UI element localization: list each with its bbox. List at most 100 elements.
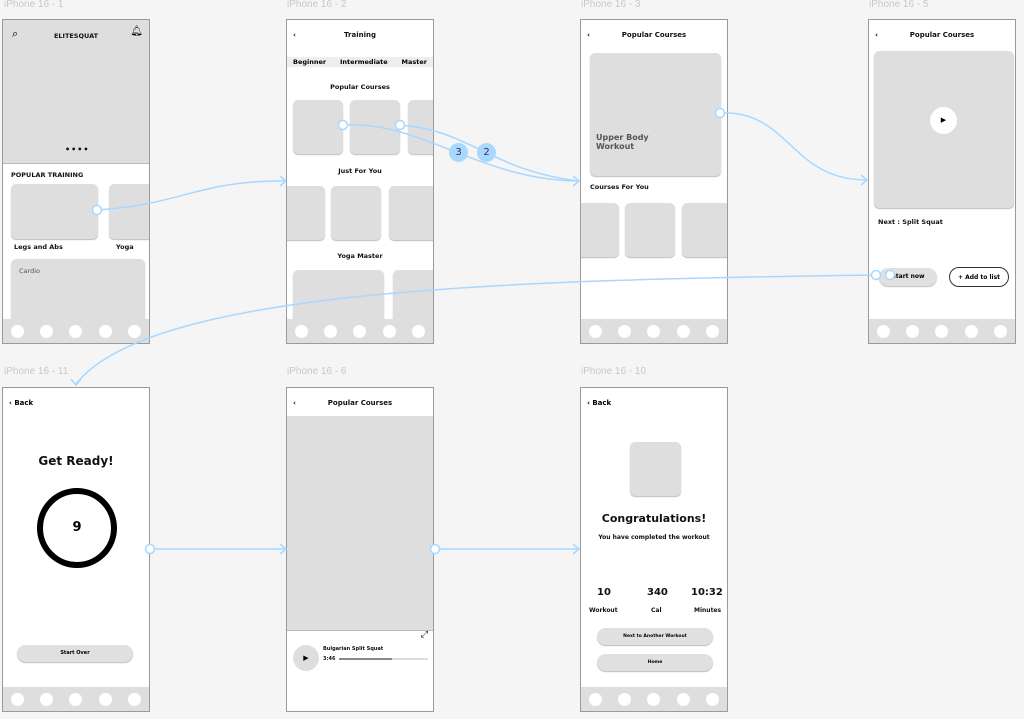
- expand-icon[interactable]: ⤢: [420, 630, 428, 640]
- section-title: Just For You: [338, 167, 382, 175]
- nav-item[interactable]: [98, 692, 112, 706]
- back-button[interactable]: ‹ Back: [9, 388, 33, 418]
- nav-item[interactable]: [935, 324, 949, 338]
- back-button[interactable]: ‹ Back: [587, 388, 611, 418]
- progress-fill: [339, 658, 393, 660]
- nav-item[interactable]: [993, 324, 1007, 338]
- bottom-nav[interactable]: [581, 687, 727, 711]
- bell-icon[interactable]: 🔔︎: [130, 26, 143, 37]
- play-button[interactable]: ▶: [293, 645, 319, 671]
- hero-course-title: Upper Body Workout: [596, 133, 649, 151]
- bottom-nav[interactable]: [581, 319, 727, 343]
- nav-item[interactable]: [69, 692, 83, 706]
- heading: Congratulations!: [601, 512, 707, 525]
- back-icon[interactable]: ‹: [293, 31, 296, 39]
- nav-item[interactable]: [40, 324, 54, 338]
- nav-item[interactable]: [705, 692, 719, 706]
- nav-item[interactable]: [647, 324, 661, 338]
- section-title: Courses For You: [590, 183, 649, 191]
- start-now-button[interactable]: Start now: [879, 268, 937, 286]
- video-area[interactable]: [287, 416, 433, 631]
- nav-item[interactable]: [705, 324, 719, 338]
- nav-item[interactable]: [382, 324, 396, 338]
- progress-bar[interactable]: [339, 658, 428, 660]
- course-card[interactable]: [287, 186, 325, 240]
- nav-item[interactable]: [676, 324, 690, 338]
- nav-item[interactable]: [906, 324, 920, 338]
- nav-item[interactable]: [353, 324, 367, 338]
- frame-label: iPhone 16 - 5: [869, 0, 929, 10]
- back-label: Back: [592, 399, 612, 407]
- nav-item[interactable]: [676, 692, 690, 706]
- start-over-button[interactable]: Start Over: [17, 645, 133, 662]
- nav-item[interactable]: [589, 324, 603, 338]
- back-label: Back: [14, 399, 34, 407]
- back-icon[interactable]: ‹: [875, 31, 878, 39]
- frame-popular-courses[interactable]: ‹ Popular Courses Upper Body Workout Cou…: [580, 19, 728, 344]
- course-card[interactable]: [682, 203, 727, 257]
- nav-item[interactable]: [40, 692, 54, 706]
- bottom-nav[interactable]: [287, 319, 433, 343]
- countdown-ring: 9: [37, 488, 117, 568]
- card-yoga[interactable]: [109, 184, 149, 239]
- stat-value: 340: [647, 587, 668, 598]
- frame-label: iPhone 16 - 10: [581, 366, 647, 377]
- frame-course-detail[interactable]: ‹ Popular Courses ▶ Next : Split Squat S…: [868, 19, 1016, 344]
- course-card[interactable]: [350, 100, 400, 154]
- course-card[interactable]: [581, 203, 619, 257]
- hero-banner[interactable]: [3, 20, 149, 164]
- search-icon[interactable]: ⌕: [12, 27, 19, 40]
- tab-beginner[interactable]: Beginner: [293, 58, 327, 66]
- hero-course-card[interactable]: [590, 53, 721, 176]
- tab-intermediate[interactable]: Intermediate: [339, 58, 388, 66]
- nav-item[interactable]: [964, 324, 978, 338]
- home-button[interactable]: Home: [597, 654, 713, 671]
- nav-item[interactable]: [295, 324, 309, 338]
- track-time: 3:46: [323, 656, 336, 662]
- nav-item[interactable]: [411, 324, 425, 338]
- nav-item[interactable]: [877, 324, 891, 338]
- bottom-nav[interactable]: [869, 319, 1015, 343]
- nav-item[interactable]: [98, 324, 112, 338]
- course-card[interactable]: [331, 186, 381, 240]
- frame-home[interactable]: ⌕ ELITESQUAT 🔔︎ •••• POPULAR TRAINING Le…: [2, 19, 150, 344]
- card-label: Legs and Abs: [14, 243, 63, 251]
- level-tabs[interactable]: Beginner Intermediate Master: [287, 57, 433, 67]
- course-card[interactable]: [625, 203, 675, 257]
- tab-master[interactable]: Master: [401, 58, 427, 66]
- nav-item[interactable]: [618, 324, 632, 338]
- frame-get-ready[interactable]: ‹ Back Get Ready! 9 Start Over: [2, 387, 150, 712]
- carousel-dots[interactable]: ••••: [65, 145, 90, 154]
- nav-item[interactable]: [127, 692, 141, 706]
- connection-line: [719, 112, 868, 181]
- frame-training[interactable]: ‹ Training Beginner Intermediate Master …: [286, 19, 434, 344]
- play-icon[interactable]: ▶: [930, 107, 957, 134]
- nav-item[interactable]: [324, 324, 338, 338]
- course-card[interactable]: [293, 100, 343, 154]
- nav-item[interactable]: [69, 324, 83, 338]
- nav-item[interactable]: [589, 692, 603, 706]
- nav-item[interactable]: [127, 324, 141, 338]
- back-icon[interactable]: ‹: [587, 31, 590, 39]
- overlap-badge[interactable]: 2: [477, 143, 496, 162]
- nav-item[interactable]: [647, 692, 661, 706]
- nav-item[interactable]: [618, 692, 632, 706]
- next-workout-button[interactable]: Next to Another Workout: [597, 628, 713, 645]
- card-legs-abs[interactable]: [11, 184, 98, 239]
- arrowheads: [70, 174, 869, 555]
- add-to-list-button[interactable]: + Add to list: [949, 267, 1009, 287]
- frame-congratulations[interactable]: ‹ Back Congratulations! You have complet…: [580, 387, 728, 712]
- heading: Get Ready!: [38, 454, 114, 468]
- course-card[interactable]: [389, 186, 433, 240]
- overlap-badge[interactable]: 3: [449, 143, 468, 162]
- course-card[interactable]: [408, 100, 433, 154]
- frame-label: iPhone 16 - 3: [581, 0, 641, 10]
- stat-label: Minutes: [694, 607, 722, 614]
- nav-item[interactable]: [11, 692, 25, 706]
- frame-label: iPhone 16 - 11: [4, 366, 69, 377]
- nav-item[interactable]: [11, 324, 25, 338]
- bottom-nav[interactable]: [3, 319, 149, 343]
- frame-player[interactable]: ‹ Popular Courses ⤢ ▶ Bulgarian Split Sq…: [286, 387, 434, 712]
- bottom-nav[interactable]: [3, 687, 149, 711]
- page-title: Popular Courses: [327, 399, 393, 407]
